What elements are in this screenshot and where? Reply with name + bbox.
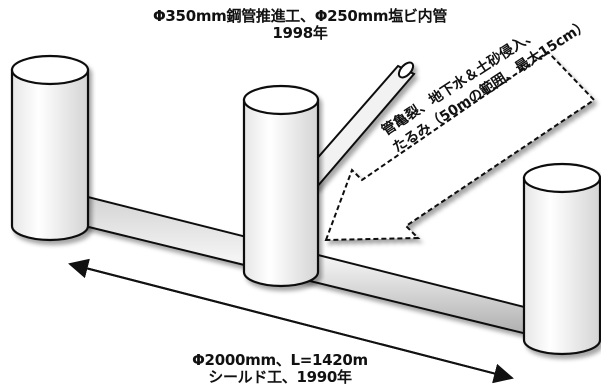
new-pipe-year-text: 1998年 <box>272 24 328 42</box>
length-dimension-arrow <box>68 258 514 384</box>
trunk-spec-text: Φ2000mm、L=1420m <box>192 351 368 369</box>
new-pipe-spec-text: Φ350mm鋼管推進工、Φ250mm塩ビ内管 <box>152 7 448 25</box>
trunk-year-text: シールド工、1990年 <box>208 368 352 386</box>
shaft-right <box>522 162 601 356</box>
damage-callout-arrow <box>324 50 596 242</box>
trunk-pipe-label: Φ2000mm、L=1420m シールド工、1990年 <box>150 352 410 386</box>
shaft-middle <box>242 84 320 288</box>
new-pipe-label: Φ350mm鋼管推進工、Φ250mm塩ビ内管 1998年 <box>120 8 480 42</box>
shaft-left <box>10 54 90 242</box>
